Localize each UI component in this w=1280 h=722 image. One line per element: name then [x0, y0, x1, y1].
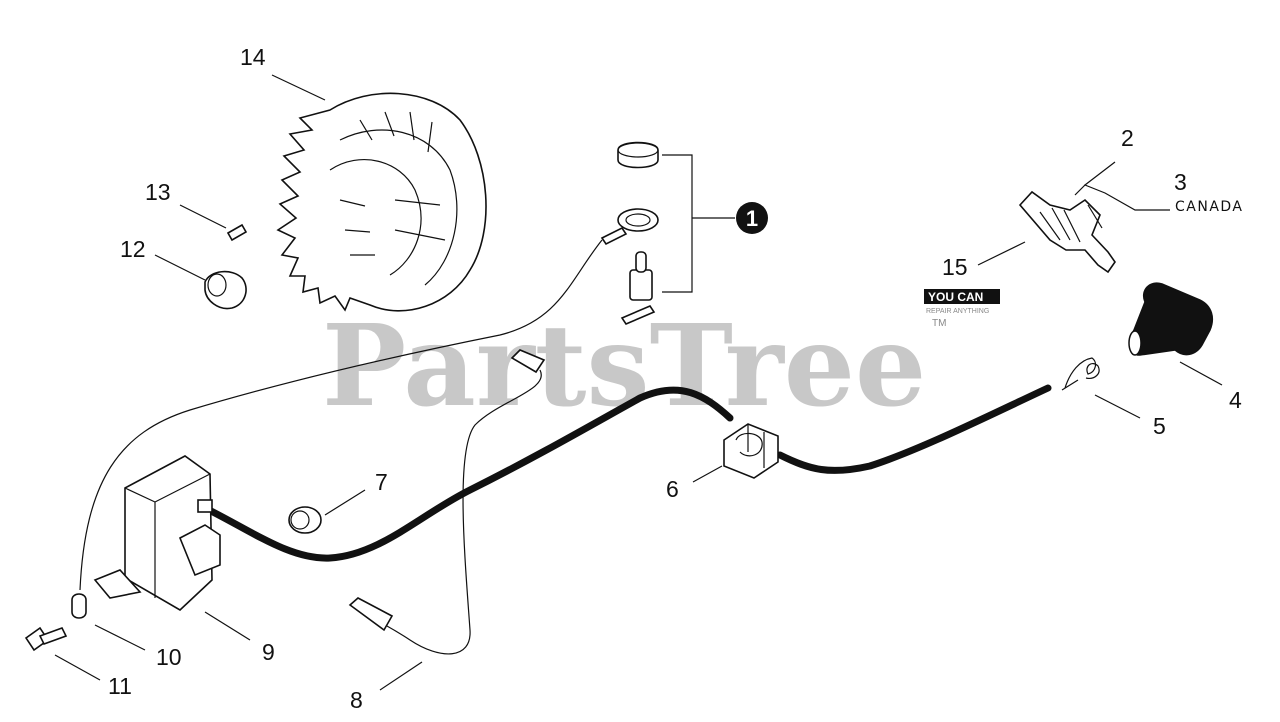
terminal-part-10[interactable] — [71, 593, 87, 619]
spring-part-5[interactable] — [1061, 357, 1100, 391]
grommet-part-7[interactable] — [288, 506, 322, 534]
callout-8: 8 — [350, 687, 363, 713]
region-note-canada: CANADA — [1175, 199, 1244, 215]
ignition-coil-part-9[interactable] — [93, 455, 221, 611]
logo-tm: TM — [932, 318, 946, 329]
callout-15: 15 — [942, 254, 968, 280]
callout-4: 4 — [1229, 387, 1242, 413]
logo-text: YOU CAN — [928, 290, 983, 304]
wire-end-part-8[interactable] — [348, 597, 394, 632]
callout-10: 10 — [156, 644, 182, 670]
kit-badge-label: 1 — [746, 206, 758, 231]
kit-badge-1: 1 — [736, 202, 768, 234]
screw-part-11[interactable] — [24, 626, 68, 652]
callout-5: 5 — [1153, 413, 1166, 439]
high-tension-lead-continued[interactable] — [776, 384, 1052, 474]
callout-9: 9 — [262, 639, 275, 665]
you-can-logo: YOU CAN REPAIR ANYTHING TM — [924, 289, 1000, 329]
callout-13: 13 — [145, 179, 171, 205]
callout-14: 14 — [240, 44, 266, 70]
logo-subtext: REPAIR ANYTHING — [926, 308, 989, 315]
stop-switch-kit-1[interactable] — [620, 251, 656, 325]
callout-12: 12 — [120, 236, 146, 262]
switch-wire-part-8[interactable] — [379, 369, 542, 655]
ring-terminal-kit-1[interactable] — [600, 208, 659, 246]
key-part-13[interactable] — [226, 223, 248, 242]
callout-3: 3 — [1174, 169, 1187, 195]
clip-part-6[interactable] — [723, 423, 779, 479]
spark-plug-part-15[interactable] — [1018, 190, 1116, 274]
callout-11: 11 — [108, 673, 132, 699]
callout-7: 7 — [375, 469, 388, 495]
high-tension-lead[interactable] — [201, 386, 734, 562]
nut-part-12[interactable] — [204, 270, 247, 310]
callout-2: 2 — [1121, 125, 1134, 151]
flywheel-part-14[interactable] — [276, 92, 487, 312]
spark-plug-boot-part-4[interactable] — [1128, 282, 1213, 356]
wire-terminal[interactable] — [510, 349, 546, 374]
ground-wire[interactable] — [79, 239, 603, 591]
callout-6: 6 — [666, 476, 679, 502]
plug-cap-kit-1[interactable] — [617, 141, 659, 169]
